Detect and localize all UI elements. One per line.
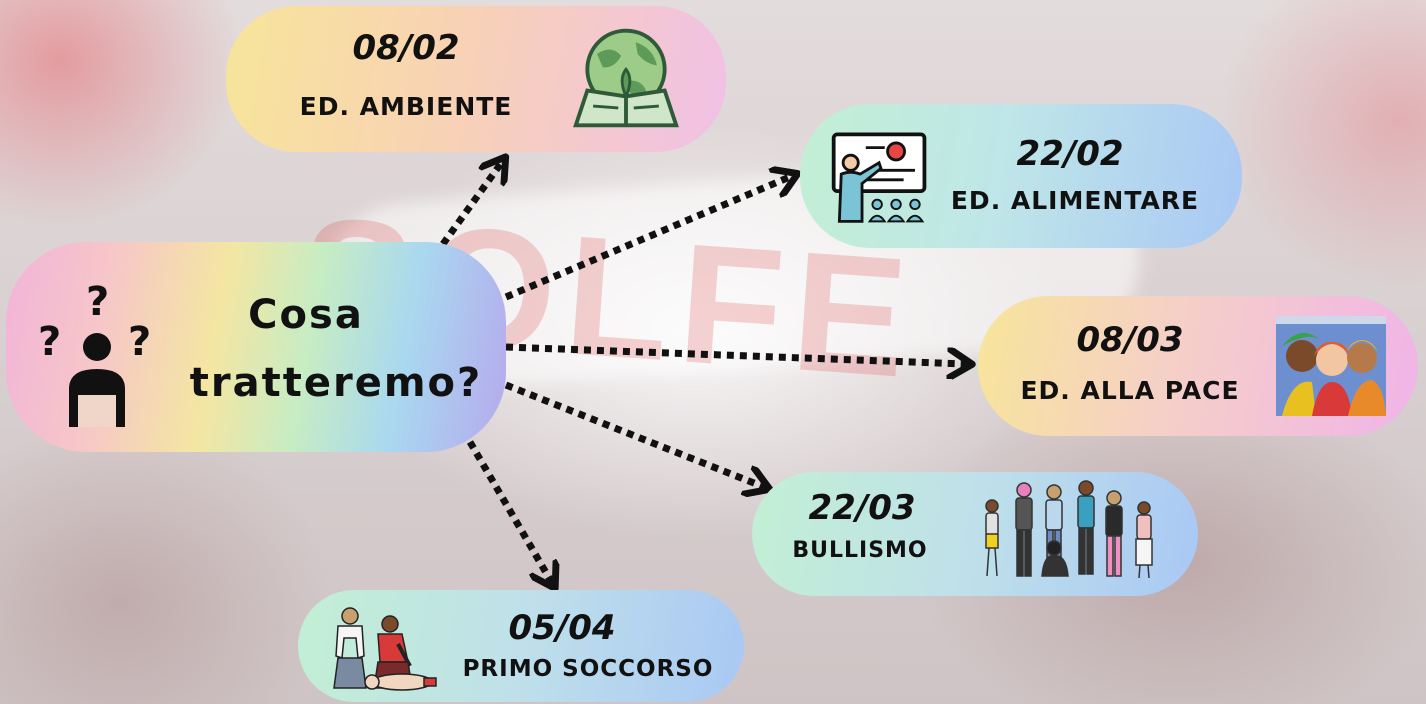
arrow-to-bullismo (504, 381, 764, 487)
center-title-line1: Cosa (248, 292, 364, 338)
event-ambiente: 08/02 ED. AMBIENTE (226, 6, 726, 152)
arrow-to-soccorso (466, 440, 552, 583)
event-topic: BULLISMO (792, 538, 928, 563)
cpr-first-aid-icon (333, 607, 437, 691)
event-date: 22/02 (1016, 134, 1124, 174)
event-date: 08/03 (1076, 320, 1184, 360)
children-peace-image (1276, 316, 1386, 416)
center-node: ? ? ? Cosa tratteremo? (6, 242, 506, 452)
event-date: 05/04 (508, 608, 616, 648)
teacher-presentation-icon (831, 132, 927, 223)
svg-text:?: ? (86, 279, 109, 325)
arrow-to-alimentare (504, 176, 792, 301)
event-topic: PRIMO SOCCORSO (462, 656, 714, 682)
center-title-line2: tratteremo? (189, 360, 483, 406)
event-topic: ED. ALLA PACE (1020, 376, 1240, 405)
person-question-icon: ? ? ? (38, 279, 151, 427)
event-topic: ED. AMBIENTE (299, 92, 513, 121)
globe-book-icon (573, 28, 679, 128)
event-date: 22/03 (808, 488, 916, 528)
svg-text:?: ? (38, 319, 61, 365)
event-alimentare: 22/02 ED. ALIMENTARE (800, 104, 1242, 248)
event-date: 08/02 (352, 28, 460, 68)
arrow-to-ambiente (440, 162, 502, 247)
event-soccorso: 05/04 PRIMO SOCCORSO (298, 590, 744, 702)
event-topic: ED. ALIMENTARE (950, 186, 1200, 215)
arrow-to-pace (505, 343, 966, 364)
event-pace: 08/03 ED. ALLA PACE (978, 296, 1418, 436)
bullying-group-icon (985, 480, 1153, 579)
svg-text:?: ? (128, 319, 151, 365)
event-bullismo: 22/03 BULLISMO (752, 472, 1198, 596)
